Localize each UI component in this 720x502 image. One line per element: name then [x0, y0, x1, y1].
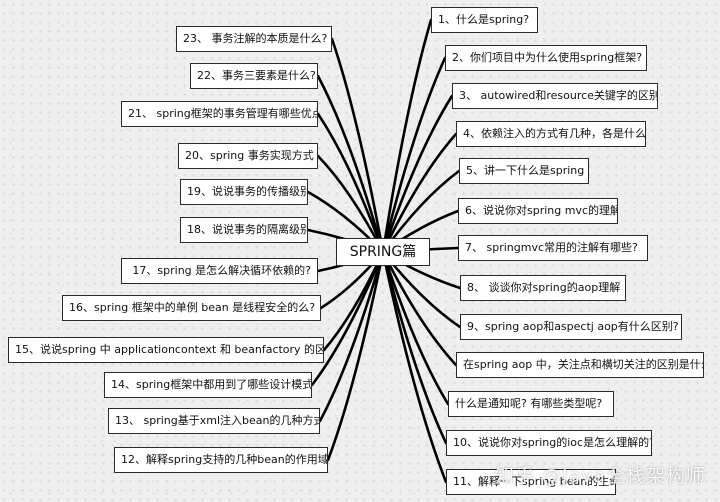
left-topic-node-5[interactable]: 19、说说事务的传播级别 [180, 179, 308, 205]
left-topic-node-12[interactable]: 12、解释spring支持的几种bean的作用域? [114, 447, 328, 473]
right-topic-node-11[interactable]: 什么是通知呢? 有哪些类型呢? [448, 391, 614, 417]
left-topic-node-1[interactable]: 23、 事务注解的本质是什么? [176, 26, 332, 52]
left-topic-node-6[interactable]: 18、说说事务的隔离级别 [180, 217, 308, 243]
left-connector-11 [318, 250, 385, 423]
left-connector-2 [316, 74, 385, 254]
right-connector-2 [381, 56, 447, 254]
right-connector-4 [381, 132, 458, 254]
right-topic-node-10[interactable]: 在spring aop 中，关注点和横切关注的区别是什么? [456, 352, 704, 378]
left-topic-node-8[interactable]: 16、spring 框架中的单例 bean 是线程安全的么? [62, 295, 321, 321]
left-connector-12 [326, 250, 385, 462]
right-topic-node-5[interactable]: 5、讲一下什么是spring [459, 158, 589, 184]
right-connector-13 [381, 250, 448, 484]
right-topic-node-7[interactable]: 7、 springmvc常用的注解有哪些? [458, 235, 648, 261]
right-topic-node-6[interactable]: 6、说说你对spring mvc的理解 [458, 198, 618, 224]
right-topic-node-12[interactable]: 10、说说你对spring的ioc是怎么理解的? [446, 430, 652, 456]
right-topic-node-1[interactable]: 1、什么是spring? [431, 7, 538, 33]
left-connector-3 [316, 112, 385, 254]
left-topic-node-7[interactable]: 17、spring 是怎么解决循环依赖的? [121, 258, 318, 284]
right-topic-node-13[interactable]: 11、解释一下spring bean的生命周期 [446, 469, 616, 495]
right-connector-11 [381, 250, 450, 406]
right-topic-node-3[interactable]: 3、 autowired和resource关键字的区别? [452, 83, 658, 109]
right-topic-node-4[interactable]: 4、依赖注入的方式有几种，各是什么? [456, 121, 646, 147]
left-connector-10 [310, 250, 385, 387]
right-connector-3 [381, 94, 454, 254]
left-topic-node-3[interactable]: 21、 spring框架的事务管理有哪些优点 [121, 101, 318, 127]
left-topic-node-10[interactable]: 14、spring框架中都用到了哪些设计模式? [104, 372, 312, 398]
right-connector-1 [381, 18, 433, 254]
left-topic-node-9[interactable]: 15、说说spring 中 applicationcontext 和 beanf… [8, 337, 324, 363]
right-connector-10 [381, 250, 458, 367]
left-topic-node-4[interactable]: 20、spring 事务实现方式 [178, 143, 318, 169]
right-topic-node-9[interactable]: 9、spring aop和aspectj aop有什么区别? [460, 314, 682, 340]
right-connector-12 [381, 250, 448, 445]
right-topic-node-8[interactable]: 8、 谈谈你对spring的aop理解 [460, 275, 626, 301]
center-topic-node[interactable]: SPRING篇 [336, 238, 430, 266]
right-topic-node-2[interactable]: 2、你们项目中为什么使用spring框架? [445, 45, 647, 71]
left-topic-node-11[interactable]: 13、 spring基于xml注入bean的几种方式? [108, 408, 320, 434]
left-connector-1 [330, 37, 385, 254]
left-topic-node-2[interactable]: 22、事务三要素是什么? [190, 63, 318, 89]
